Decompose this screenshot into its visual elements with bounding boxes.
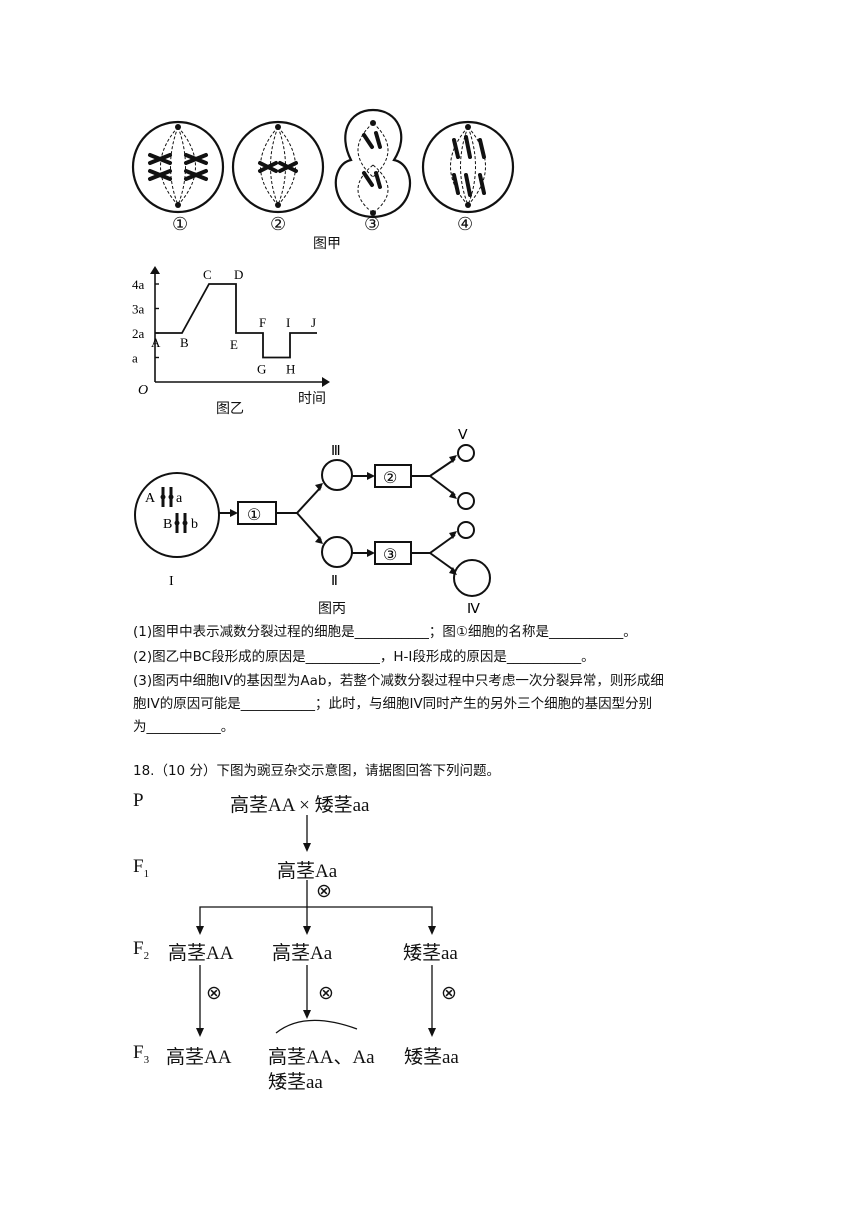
cell-IV-label: Ⅳ	[467, 602, 480, 617]
step-3-label: ③	[383, 547, 397, 564]
self-symbol-F2-mid: ⊗	[318, 983, 334, 1004]
y-tick-label: 4a	[132, 277, 145, 292]
cell-V	[457, 444, 475, 462]
question-3-line-2: 胞IV的原因可能是___________；此时，与细胞IV同时产生的另外三个细胞…	[133, 696, 653, 712]
cell-V-sibling	[457, 492, 475, 510]
cell-II-label: Ⅱ	[331, 574, 338, 589]
question-18-stem: 18.（10 分）下图为豌豆杂交示意图，请据图回答下列问题。	[133, 763, 500, 779]
figure-a-label-3: ③	[364, 214, 381, 234]
cell-I	[134, 472, 220, 558]
cell-V-label: Ⅴ	[458, 428, 468, 443]
gene-b: b	[191, 517, 198, 532]
curve-line	[155, 283, 317, 359]
self-symbol-F2-right: ⊗	[441, 983, 457, 1004]
figure-b-graph: O 4a 3a 2a a A B C D E F G H I J	[132, 266, 330, 398]
point-label-G: G	[257, 362, 266, 377]
figure-a-label-1: ①	[172, 214, 189, 234]
step-2-label: ②	[383, 470, 397, 487]
self-symbol-F1: ⊗	[316, 881, 332, 902]
question-3-line-3: 为___________。	[133, 719, 235, 735]
point-label-J: J	[311, 315, 316, 330]
gene-a: a	[176, 491, 183, 506]
question-1: (1)图甲中表示减数分裂过程的细胞是___________；图①细胞的名称是__…	[133, 624, 637, 640]
cell-4	[421, 120, 515, 214]
x-axis-label: 时间	[298, 391, 326, 407]
question-2: (2)图乙中BC段形成的原因是___________，H-I段形成的原因是___…	[133, 649, 595, 665]
y-tick-label: a	[132, 351, 138, 366]
cell-IV	[453, 559, 491, 597]
figure-c-diagram: A a B b ① ② ③ Ⅲ Ⅱ Ⅴ Ⅳ I	[134, 428, 491, 617]
self-symbol-F2-left: ⊗	[206, 983, 222, 1004]
cell-1	[131, 120, 225, 214]
cell-2	[231, 120, 325, 214]
gen-F2: F2	[133, 938, 150, 962]
F2-mid: 高茎Aa	[272, 943, 333, 964]
figure-a-label-4: ④	[457, 214, 474, 234]
cell-III	[321, 459, 353, 491]
point-label-E: E	[230, 337, 238, 352]
origin-label: O	[138, 383, 148, 398]
cell-I-label: I	[169, 574, 174, 589]
gen-F3: F3	[133, 1042, 150, 1066]
gen-P: P	[133, 790, 144, 811]
gen-F1: F1	[133, 856, 150, 880]
cross-P: 高茎AA × 矮茎aa	[230, 795, 370, 816]
point-label-H: H	[286, 362, 295, 377]
F3-right: 矮茎aa	[404, 1047, 459, 1068]
cell-III-label: Ⅲ	[331, 444, 341, 459]
cell-II-daughter	[457, 521, 475, 539]
y-tick-label: 3a	[132, 302, 145, 317]
gene-A: A	[145, 491, 156, 506]
question-3-line-1: (3)图丙中细胞IV的基因型为Aab，若整个减数分裂过程中只考虑一次分裂异常，则…	[133, 673, 664, 689]
F3-left: 高茎AA	[166, 1047, 232, 1068]
gene-B: B	[163, 517, 172, 532]
cell-3	[334, 108, 411, 219]
F2-left: 高茎AA	[168, 943, 234, 964]
F3-mid-line-1: 高茎AA、Aa	[268, 1047, 375, 1068]
point-label-A: A	[151, 335, 161, 350]
step-1-label: ①	[247, 507, 261, 524]
figure-c-caption: 图丙	[318, 601, 346, 617]
point-label-I: I	[286, 315, 290, 330]
point-label-D: D	[234, 267, 243, 282]
cell-II	[321, 536, 353, 568]
figure-b-caption: 图乙	[216, 401, 244, 417]
point-label-C: C	[203, 267, 212, 282]
figure-a-label-2: ②	[270, 214, 287, 234]
y-tick-label: 2a	[132, 326, 145, 341]
F1-plant: 高茎Aa	[277, 861, 338, 882]
point-label-F: F	[259, 315, 266, 330]
F3-mid-line-2: 矮茎aa	[268, 1072, 323, 1093]
F2-right: 矮茎aa	[403, 943, 458, 964]
figure-a-caption: 图甲	[313, 236, 341, 252]
point-label-B: B	[180, 335, 189, 350]
figure-a-cells	[131, 108, 515, 219]
